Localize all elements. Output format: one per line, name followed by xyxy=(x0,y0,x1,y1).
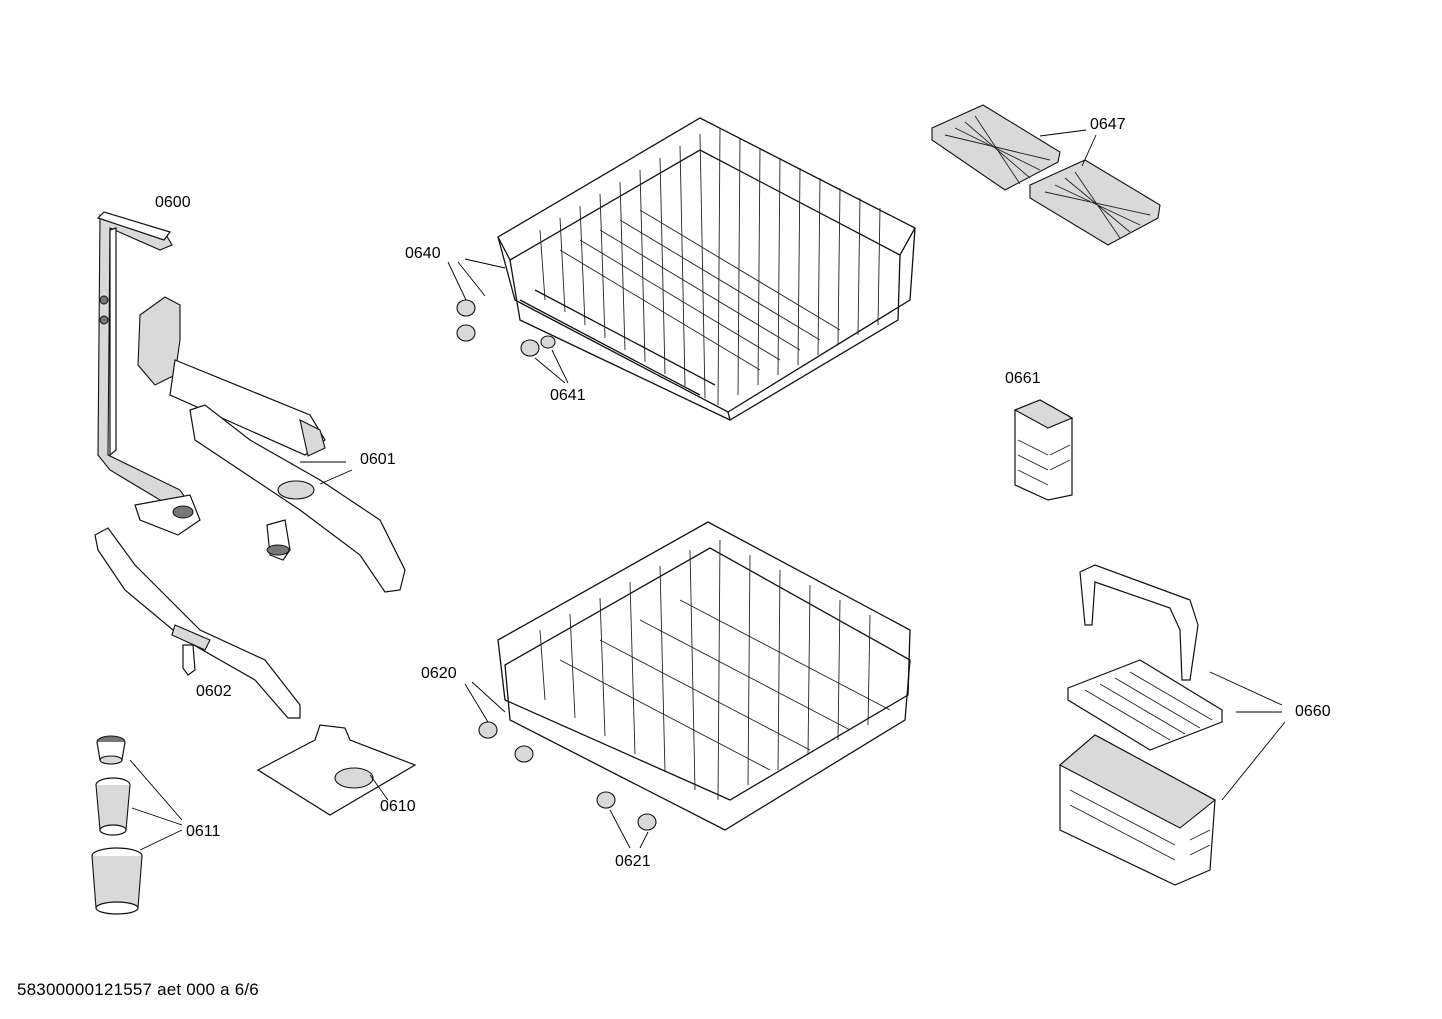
part-0620-lower-basket xyxy=(464,521,911,849)
document-id: 58300000121557 aet 000 a 6/6 xyxy=(17,980,259,999)
part-0601-upper-spray-arm xyxy=(137,296,406,593)
label-0611: 0611 xyxy=(186,823,221,840)
label-0610: 0610 xyxy=(380,798,416,815)
part-0647-cup-racks xyxy=(931,104,1161,246)
part-0602-lower-spray-arm xyxy=(94,527,301,719)
label-0647: 0647 xyxy=(1090,116,1126,133)
label-0660: 0660 xyxy=(1295,703,1331,720)
label-0602: 0602 xyxy=(196,683,232,700)
part-0660-cutlery-basket xyxy=(1059,564,1286,886)
part-0600-supply-pipe xyxy=(96,211,201,536)
label-0641: 0641 xyxy=(550,387,586,404)
part-0661-cutlery-holder xyxy=(1013,399,1074,501)
part-0610-sieve-plate xyxy=(256,724,417,816)
label-0640: 0640 xyxy=(405,245,441,262)
label-0661: 0661 xyxy=(1005,370,1041,387)
part-0611-filter-set xyxy=(91,735,183,915)
label-0600: 0600 xyxy=(155,194,191,211)
part-0640-upper-basket xyxy=(447,117,916,421)
label-0601: 0601 xyxy=(360,451,396,468)
label-0620: 0620 xyxy=(421,665,457,682)
label-0621: 0621 xyxy=(615,853,651,870)
